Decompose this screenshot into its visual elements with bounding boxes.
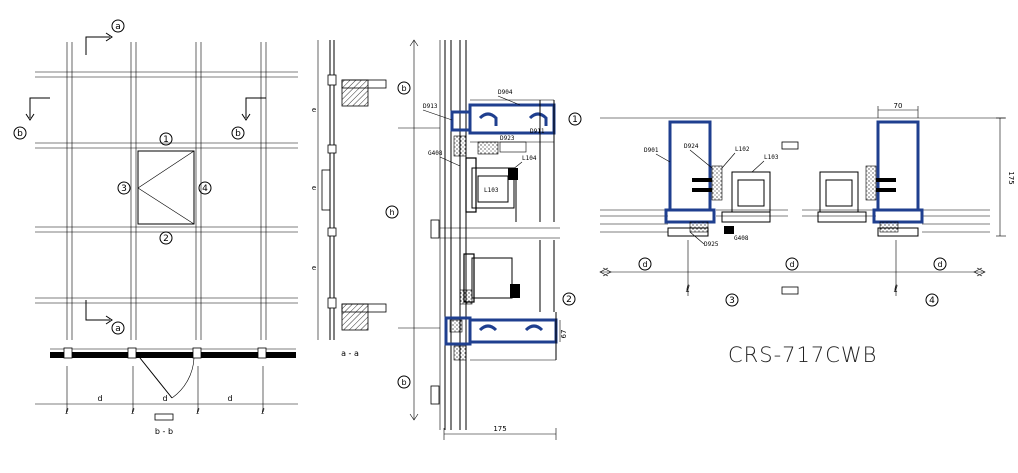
svg-text:4: 4 (929, 296, 935, 306)
callout-1-elev: 1 (159, 132, 173, 146)
drawing-title: CRS-717CWB (728, 343, 877, 367)
svg-text:ℓ: ℓ (130, 407, 134, 416)
svg-text:175: 175 (1007, 171, 1015, 184)
svg-text:L103: L103 (484, 187, 499, 194)
svg-text:D913: D913 (423, 103, 438, 110)
svg-text:e: e (312, 106, 316, 114)
svg-text:2: 2 (566, 295, 572, 305)
svg-text:D923: D923 (500, 135, 515, 142)
svg-text:L104: L104 (522, 155, 537, 162)
svg-text:d: d (162, 394, 167, 403)
callout-2-elev: 2 (159, 231, 173, 245)
svg-text:1: 1 (163, 135, 169, 145)
svg-text:67: 67 (560, 330, 568, 339)
callout-1-vs: 1 (568, 112, 582, 126)
mullion-profile-right (876, 120, 920, 212)
callout-3-hs: 3 (725, 293, 739, 307)
section-mark-a-bottom: a (85, 300, 125, 335)
svg-text:G408: G408 (428, 150, 443, 157)
svg-text:ℓ: ℓ (686, 284, 690, 295)
svg-text:D911: D911 (530, 128, 545, 135)
svg-text:d: d (642, 260, 647, 269)
elevation-view: a a b b 1 2 (13, 19, 298, 436)
svg-text:D925: D925 (704, 241, 719, 248)
horizontal-section-view: 70 175 D901 D924 L102 L103 D925 G408 (599, 102, 1015, 307)
svg-text:ℓ: ℓ (195, 407, 199, 416)
svg-text:L103: L103 (764, 154, 779, 161)
horizontal-dimension: d d d ℓ ℓ (599, 240, 986, 296)
section-mark-b-right: b (231, 97, 266, 140)
svg-text:L102: L102 (735, 146, 750, 153)
transom-profile-bottom (468, 318, 558, 344)
section-mark-b-left: b (13, 97, 50, 140)
svg-text:b: b (401, 378, 406, 387)
callout-4-elev: 4 (198, 181, 212, 195)
svg-text:3: 3 (121, 184, 127, 194)
svg-text:175: 175 (493, 425, 506, 433)
hs-part-labels: D901 D924 L102 L103 D925 G408 (644, 143, 779, 248)
svg-text:G408: G408 (734, 235, 749, 242)
svg-text:d: d (789, 260, 794, 269)
svg-text:2: 2 (163, 234, 169, 244)
svg-text:D904: D904 (498, 89, 513, 96)
svg-text:3: 3 (729, 296, 735, 306)
svg-text:D924: D924 (684, 143, 699, 150)
callout-4-hs: 4 (925, 293, 939, 307)
svg-text:4: 4 (202, 184, 208, 194)
elevation-dimension: d d d ℓ ℓ ℓ ℓ b - b (35, 366, 298, 436)
svg-text:D901: D901 (644, 147, 659, 154)
callout-2-vs: 2 (562, 292, 576, 306)
svg-text:d: d (227, 394, 232, 403)
svg-text:b: b (401, 84, 406, 93)
svg-text:1: 1 (572, 115, 578, 125)
svg-text:b - b: b - b (155, 427, 173, 436)
svg-text:ℓ: ℓ (260, 407, 264, 416)
svg-text:h: h (389, 208, 394, 217)
elevation-plan-strip (50, 347, 296, 399)
svg-text:d: d (937, 260, 942, 269)
svg-text:e: e (312, 184, 316, 192)
svg-text:e: e (312, 264, 316, 272)
svg-text:ℓ: ℓ (894, 284, 898, 295)
svg-text:ℓ: ℓ (64, 407, 68, 416)
svg-text:b: b (235, 129, 241, 139)
svg-text:a: a (115, 324, 121, 334)
svg-text:70: 70 (894, 102, 903, 110)
svg-text:a - a: a - a (341, 349, 359, 358)
mullion-profile-left (668, 120, 712, 212)
svg-text:a: a (115, 22, 121, 32)
callout-3-elev: 3 (117, 181, 131, 195)
vs-part-labels: D913 D904 D923 D911 G408 L104 L103 (422, 89, 545, 194)
svg-text:d: d (97, 394, 102, 403)
section-mark-a-top: a (85, 19, 125, 55)
section-b-b-view: e e e a - a (312, 40, 387, 358)
svg-text:b: b (17, 129, 23, 139)
vertical-section-view: b h b (385, 39, 582, 440)
